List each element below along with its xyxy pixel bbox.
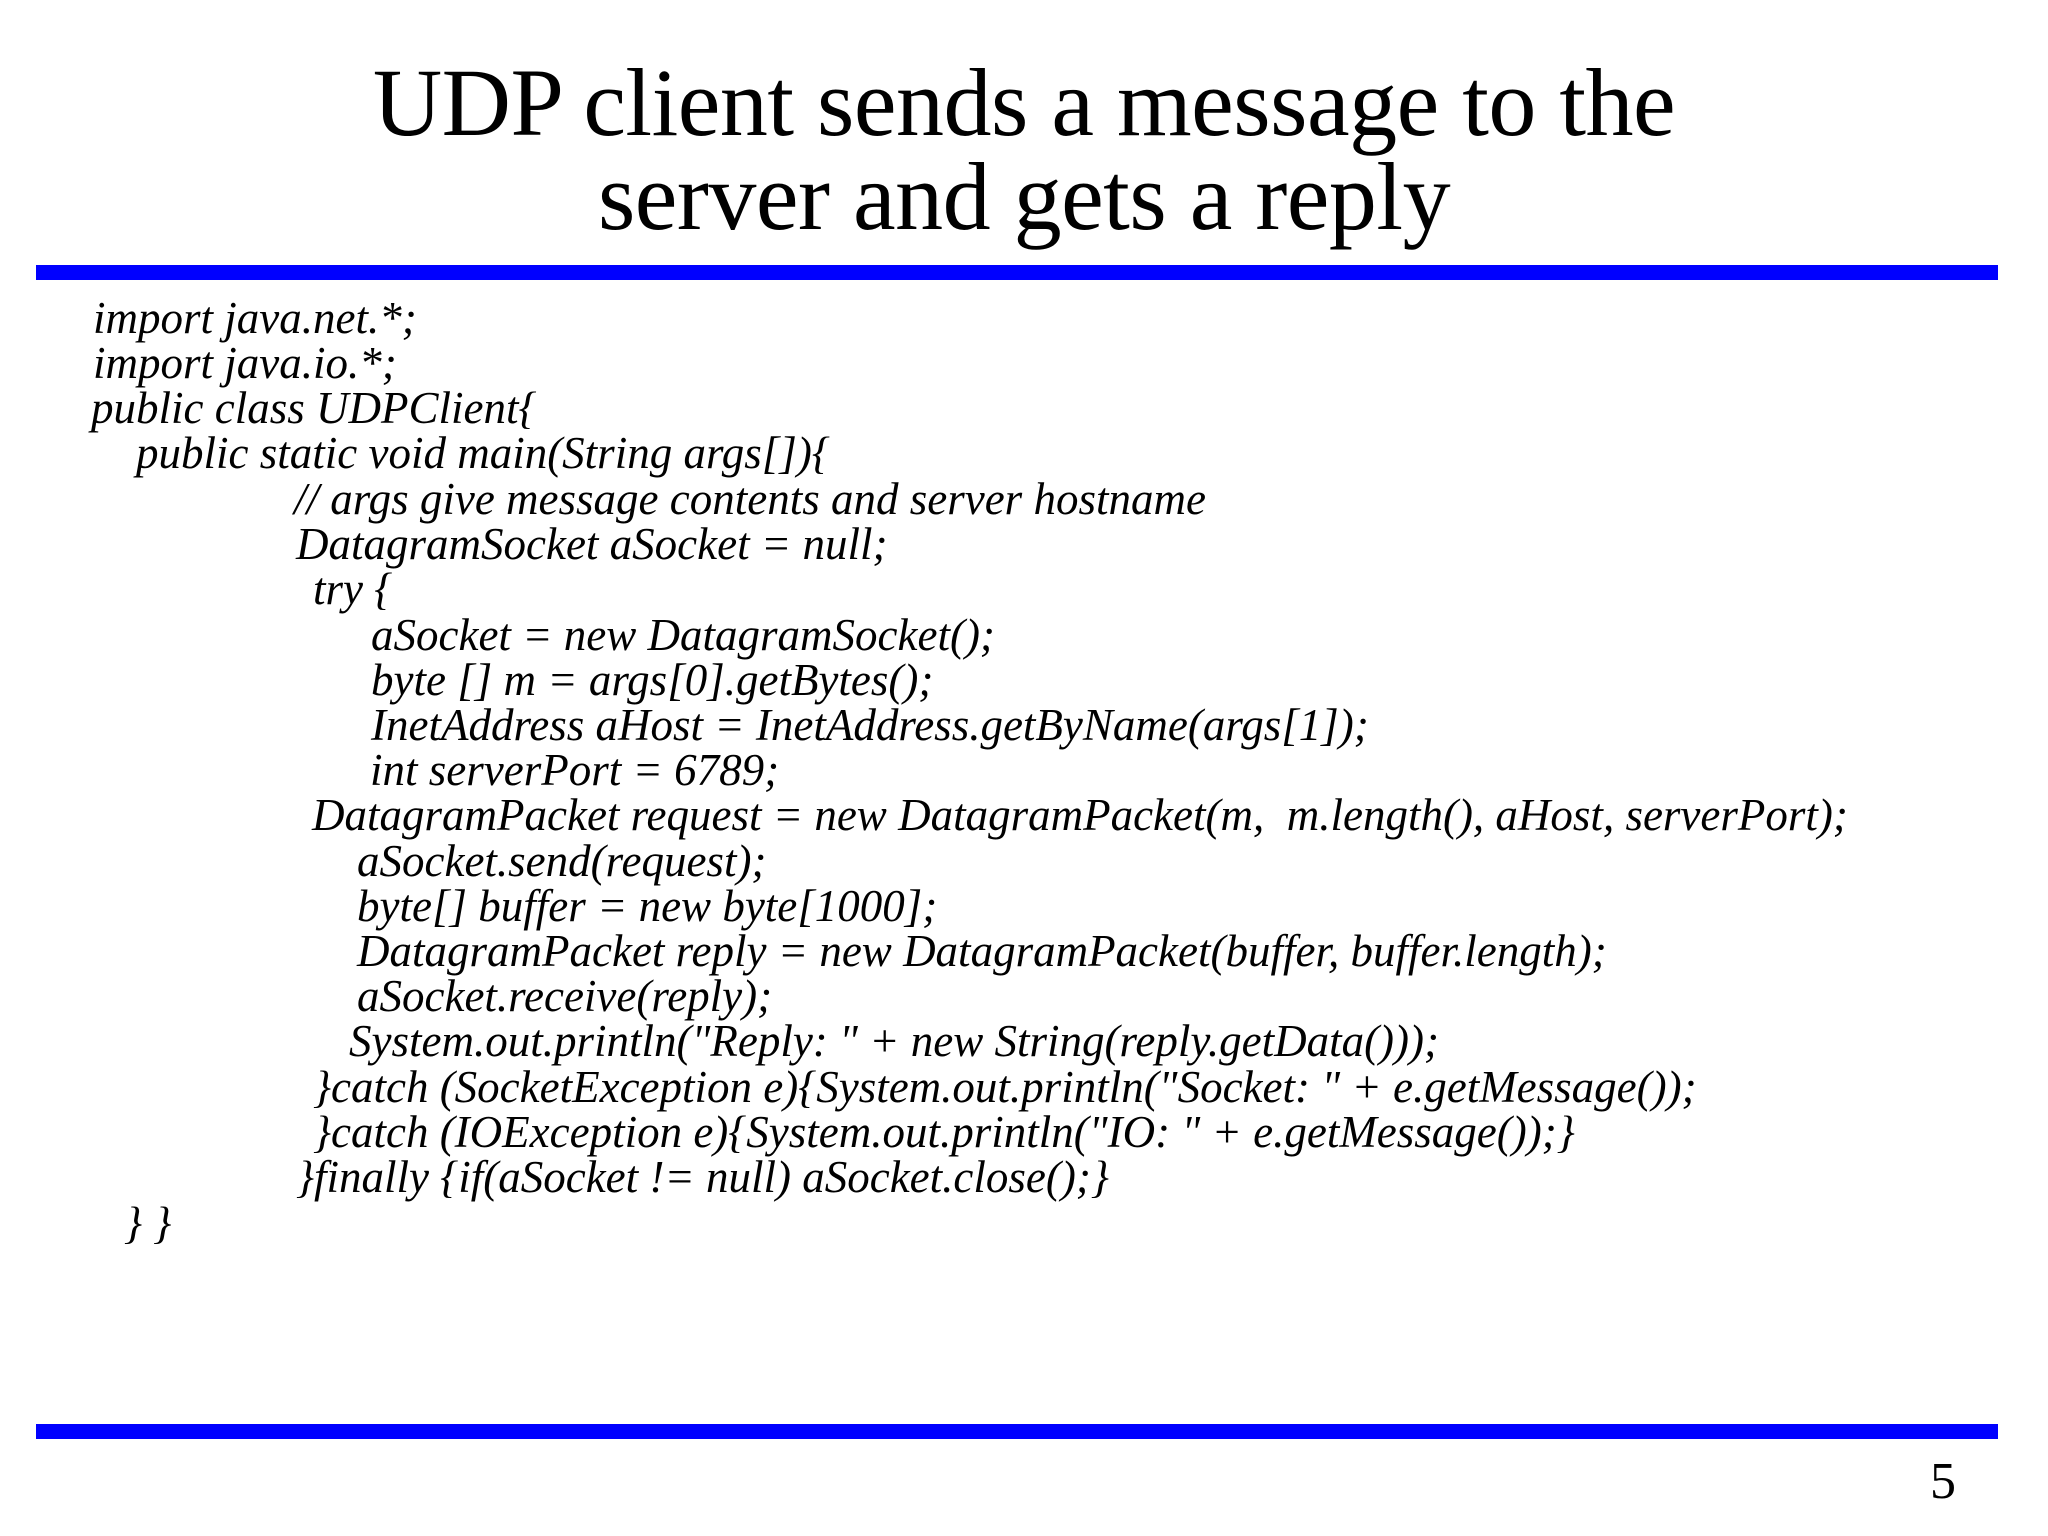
code-line: int serverPort = 6789;: [370, 745, 780, 795]
code-line: }catch (IOException e){System.out.printl…: [313, 1107, 1575, 1157]
page-number: 5: [1930, 1453, 1956, 1510]
code-block: import java.net.*;import java.io.*;publi…: [0, 296, 2048, 1416]
code-line: aSocket = new DatagramSocket();: [371, 610, 995, 660]
code-line: byte[] buffer = new byte[1000];: [357, 881, 938, 931]
page-title: UDP client sends a message to the server…: [372, 49, 1676, 251]
code-line: }finally {if(aSocket != null) aSocket.cl…: [296, 1152, 1109, 1202]
code-line: InetAddress aHost = InetAddress.getByNam…: [371, 700, 1369, 750]
code-line: DatagramPacket request = new DatagramPac…: [312, 790, 1848, 840]
code-line: DatagramPacket reply = new DatagramPacke…: [357, 926, 1607, 976]
code-line: import java.net.*;: [93, 293, 417, 343]
code-line: try {: [313, 564, 393, 614]
code-line: } }: [124, 1198, 172, 1248]
code-line: import java.io.*;: [93, 338, 397, 388]
code-line: aSocket.receive(reply);: [357, 971, 773, 1021]
code-line: System.out.println("Reply: " + new Strin…: [349, 1016, 1439, 1066]
code-line: aSocket.send(request);: [357, 836, 767, 886]
bottom-accent-rule: [36, 1424, 1998, 1439]
code-line: public class UDPClient{: [91, 383, 537, 433]
code-line: DatagramSocket aSocket = null;: [296, 519, 888, 569]
code-line: public static void main(String args[]){: [136, 428, 830, 478]
top-accent-rule: [36, 265, 1998, 280]
code-line: // args give message contents and server…: [294, 474, 1206, 524]
code-line: byte [] m = args[0].getBytes();: [371, 655, 934, 705]
code-line: }catch (SocketException e){System.out.pr…: [313, 1062, 1697, 1112]
